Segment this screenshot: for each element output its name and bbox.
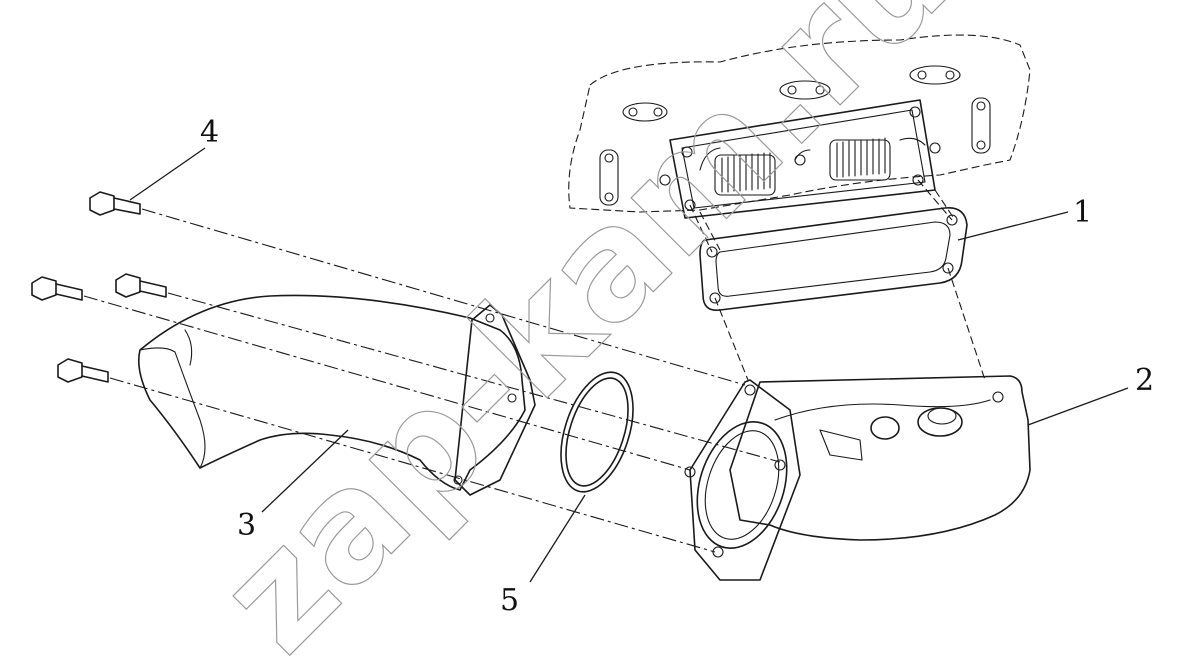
alignment-lines <box>689 179 986 381</box>
callout-1: 1 <box>1073 195 1092 230</box>
bolts-part-4 <box>31 191 167 383</box>
bolt-mid <box>115 273 167 298</box>
bolt-left <box>31 276 83 301</box>
bolt-bottom <box>57 358 109 383</box>
o-ring-part-5 <box>560 371 634 493</box>
intake-elbow-part-3 <box>137 294 536 496</box>
callout-2: 2 <box>1135 363 1154 398</box>
callout-4: 4 <box>200 115 219 150</box>
intake-manifold-part-2 <box>684 375 1031 581</box>
bolt-top <box>89 191 141 216</box>
engine-block-outline <box>568 34 1031 213</box>
bolt-axis-lines <box>83 208 781 553</box>
callout-5: 5 <box>500 583 519 618</box>
leader-lines <box>129 147 1129 583</box>
callout-3: 3 <box>237 508 256 543</box>
